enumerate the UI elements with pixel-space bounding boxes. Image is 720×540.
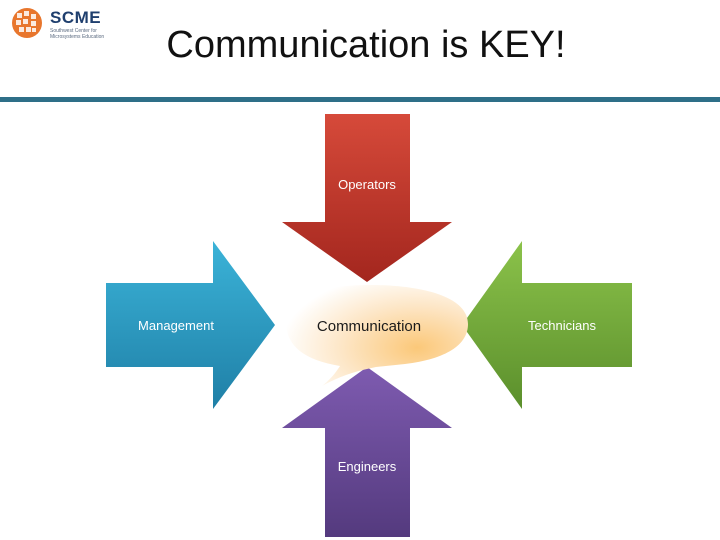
- scme-logo: SCME Southwest Center for Microsystems E…: [10, 6, 120, 46]
- title-divider: [0, 97, 720, 102]
- label-technicians: Technicians: [528, 318, 596, 333]
- slide-title: Communication is KEY!: [166, 24, 566, 66]
- arrow-management: [106, 241, 275, 409]
- logo-subtitle: Southwest Center for Microsystems Educat…: [50, 28, 105, 40]
- globe-icon: [12, 8, 42, 38]
- arrow-engineers: [282, 367, 452, 537]
- label-operators: Operators: [338, 177, 396, 192]
- center-bubble: [286, 285, 468, 386]
- logo-name: SCME: [50, 8, 102, 27]
- arrow-operators: [282, 114, 452, 282]
- label-engineers: Engineers: [338, 459, 397, 474]
- arrow-technicians: [462, 241, 632, 409]
- label-management: Management: [138, 318, 214, 333]
- label-communication: Communication: [317, 318, 421, 335]
